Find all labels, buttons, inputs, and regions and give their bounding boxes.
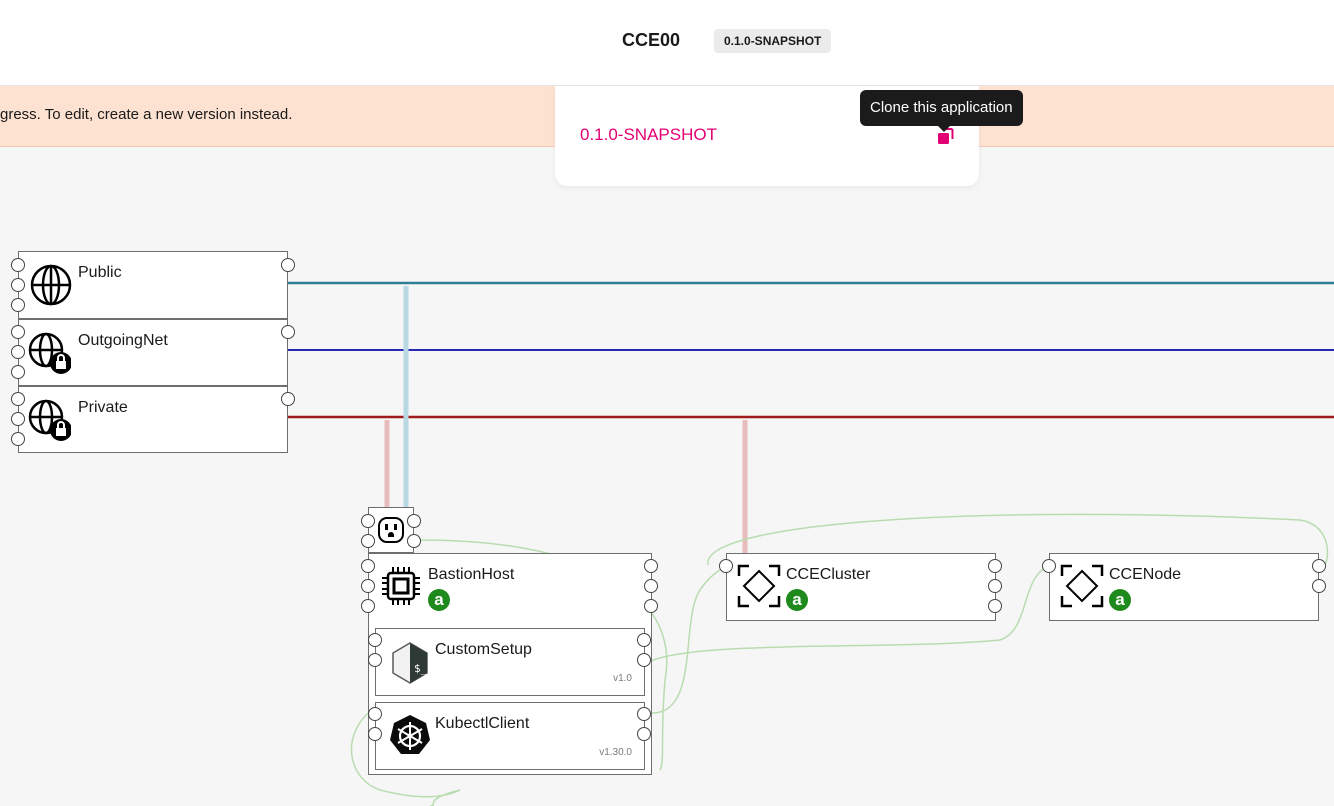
port[interactable]	[988, 579, 1002, 593]
kubernetes-icon	[390, 715, 430, 754]
network-node-private[interactable]: Private	[18, 386, 288, 453]
svg-text:$_: $_	[414, 662, 428, 675]
port[interactable]	[11, 365, 25, 379]
custom-setup-version: v1.0	[613, 673, 632, 684]
port[interactable]	[368, 653, 382, 667]
port[interactable]	[361, 579, 375, 593]
kubectl-client-label: KubectlClient	[435, 715, 530, 732]
port[interactable]	[407, 514, 421, 528]
diamond-frame-icon	[737, 564, 781, 608]
port[interactable]	[361, 514, 375, 528]
port[interactable]	[368, 727, 382, 741]
cce-cluster-label: CCECluster	[786, 566, 871, 583]
custom-setup-node[interactable]: $_ CustomSetup v1.0	[375, 628, 645, 696]
dependency-curve	[650, 565, 727, 714]
dropdown-version-item[interactable]: 0.1.0-SNAPSHOT	[580, 125, 717, 144]
power-outlet-icon	[378, 517, 404, 543]
globe-icon	[30, 264, 72, 306]
network-node-outgoingnet[interactable]: OutgoingNet	[18, 319, 288, 386]
globe-lock-icon	[28, 399, 71, 441]
globe-lock-icon	[28, 332, 71, 374]
port[interactable]	[361, 559, 375, 573]
port[interactable]	[637, 653, 651, 667]
port[interactable]	[11, 345, 25, 359]
port[interactable]	[988, 599, 1002, 613]
port[interactable]	[368, 633, 382, 647]
port[interactable]	[11, 298, 25, 312]
dependency-curve	[429, 789, 461, 806]
cce-node-label: CCENode	[1109, 566, 1182, 583]
port[interactable]	[637, 727, 651, 741]
port[interactable]	[1312, 559, 1326, 573]
banner-text: gress. To edit, create a new version ins…	[0, 106, 293, 123]
clone-tooltip: Clone this application	[860, 90, 1023, 132]
network-interface-node[interactable]	[368, 507, 414, 553]
port[interactable]	[11, 412, 25, 426]
kubectl-client-version: v1.30.0	[599, 747, 632, 758]
copy-icon	[938, 128, 954, 144]
network-node-public[interactable]: Public	[18, 251, 288, 319]
app-title: CCE00	[622, 30, 681, 50]
port[interactable]	[719, 559, 733, 573]
port[interactable]	[1312, 579, 1326, 593]
port[interactable]	[281, 325, 295, 339]
network-label: Public	[78, 264, 122, 281]
network-label: Private	[78, 399, 128, 416]
port[interactable]	[644, 559, 658, 573]
port[interactable]	[637, 707, 651, 721]
cpu-chip-icon	[382, 567, 420, 605]
port[interactable]	[644, 599, 658, 613]
port[interactable]	[407, 534, 421, 548]
port[interactable]	[11, 325, 25, 339]
port[interactable]	[281, 392, 295, 406]
network-label: OutgoingNet	[78, 332, 168, 349]
bash-script-icon: $_	[392, 642, 428, 684]
port[interactable]	[11, 278, 25, 292]
cce-cluster-node[interactable]: CCECluster a	[726, 553, 996, 621]
bastion-host-label: BastionHost	[428, 566, 515, 583]
custom-setup-label: CustomSetup	[435, 641, 532, 658]
port[interactable]	[988, 559, 1002, 573]
port[interactable]	[361, 599, 375, 613]
diamond-frame-icon	[1060, 564, 1104, 608]
port[interactable]	[368, 707, 382, 721]
status-badge: a	[428, 589, 450, 611]
status-badge: a	[1109, 589, 1131, 611]
cce-node-node[interactable]: CCENode a	[1049, 553, 1319, 621]
port[interactable]	[361, 534, 375, 548]
port[interactable]	[644, 579, 658, 593]
app-header: CCE00 0.1.0-SNAPSHOT	[0, 0, 1334, 86]
port[interactable]	[11, 392, 25, 406]
kubectl-client-node[interactable]: KubectlClient v1.30.0	[375, 702, 645, 770]
port[interactable]	[11, 432, 25, 446]
clone-button[interactable]	[933, 124, 957, 148]
port[interactable]	[11, 258, 25, 272]
port[interactable]	[281, 258, 295, 272]
status-badge: a	[786, 589, 808, 611]
port[interactable]	[637, 633, 651, 647]
version-badge[interactable]: 0.1.0-SNAPSHOT	[714, 29, 832, 53]
port[interactable]	[1042, 559, 1056, 573]
bastion-host-node[interactable]: BastionHost a $_ CustomSetup v1.0 Kubect…	[368, 553, 652, 775]
